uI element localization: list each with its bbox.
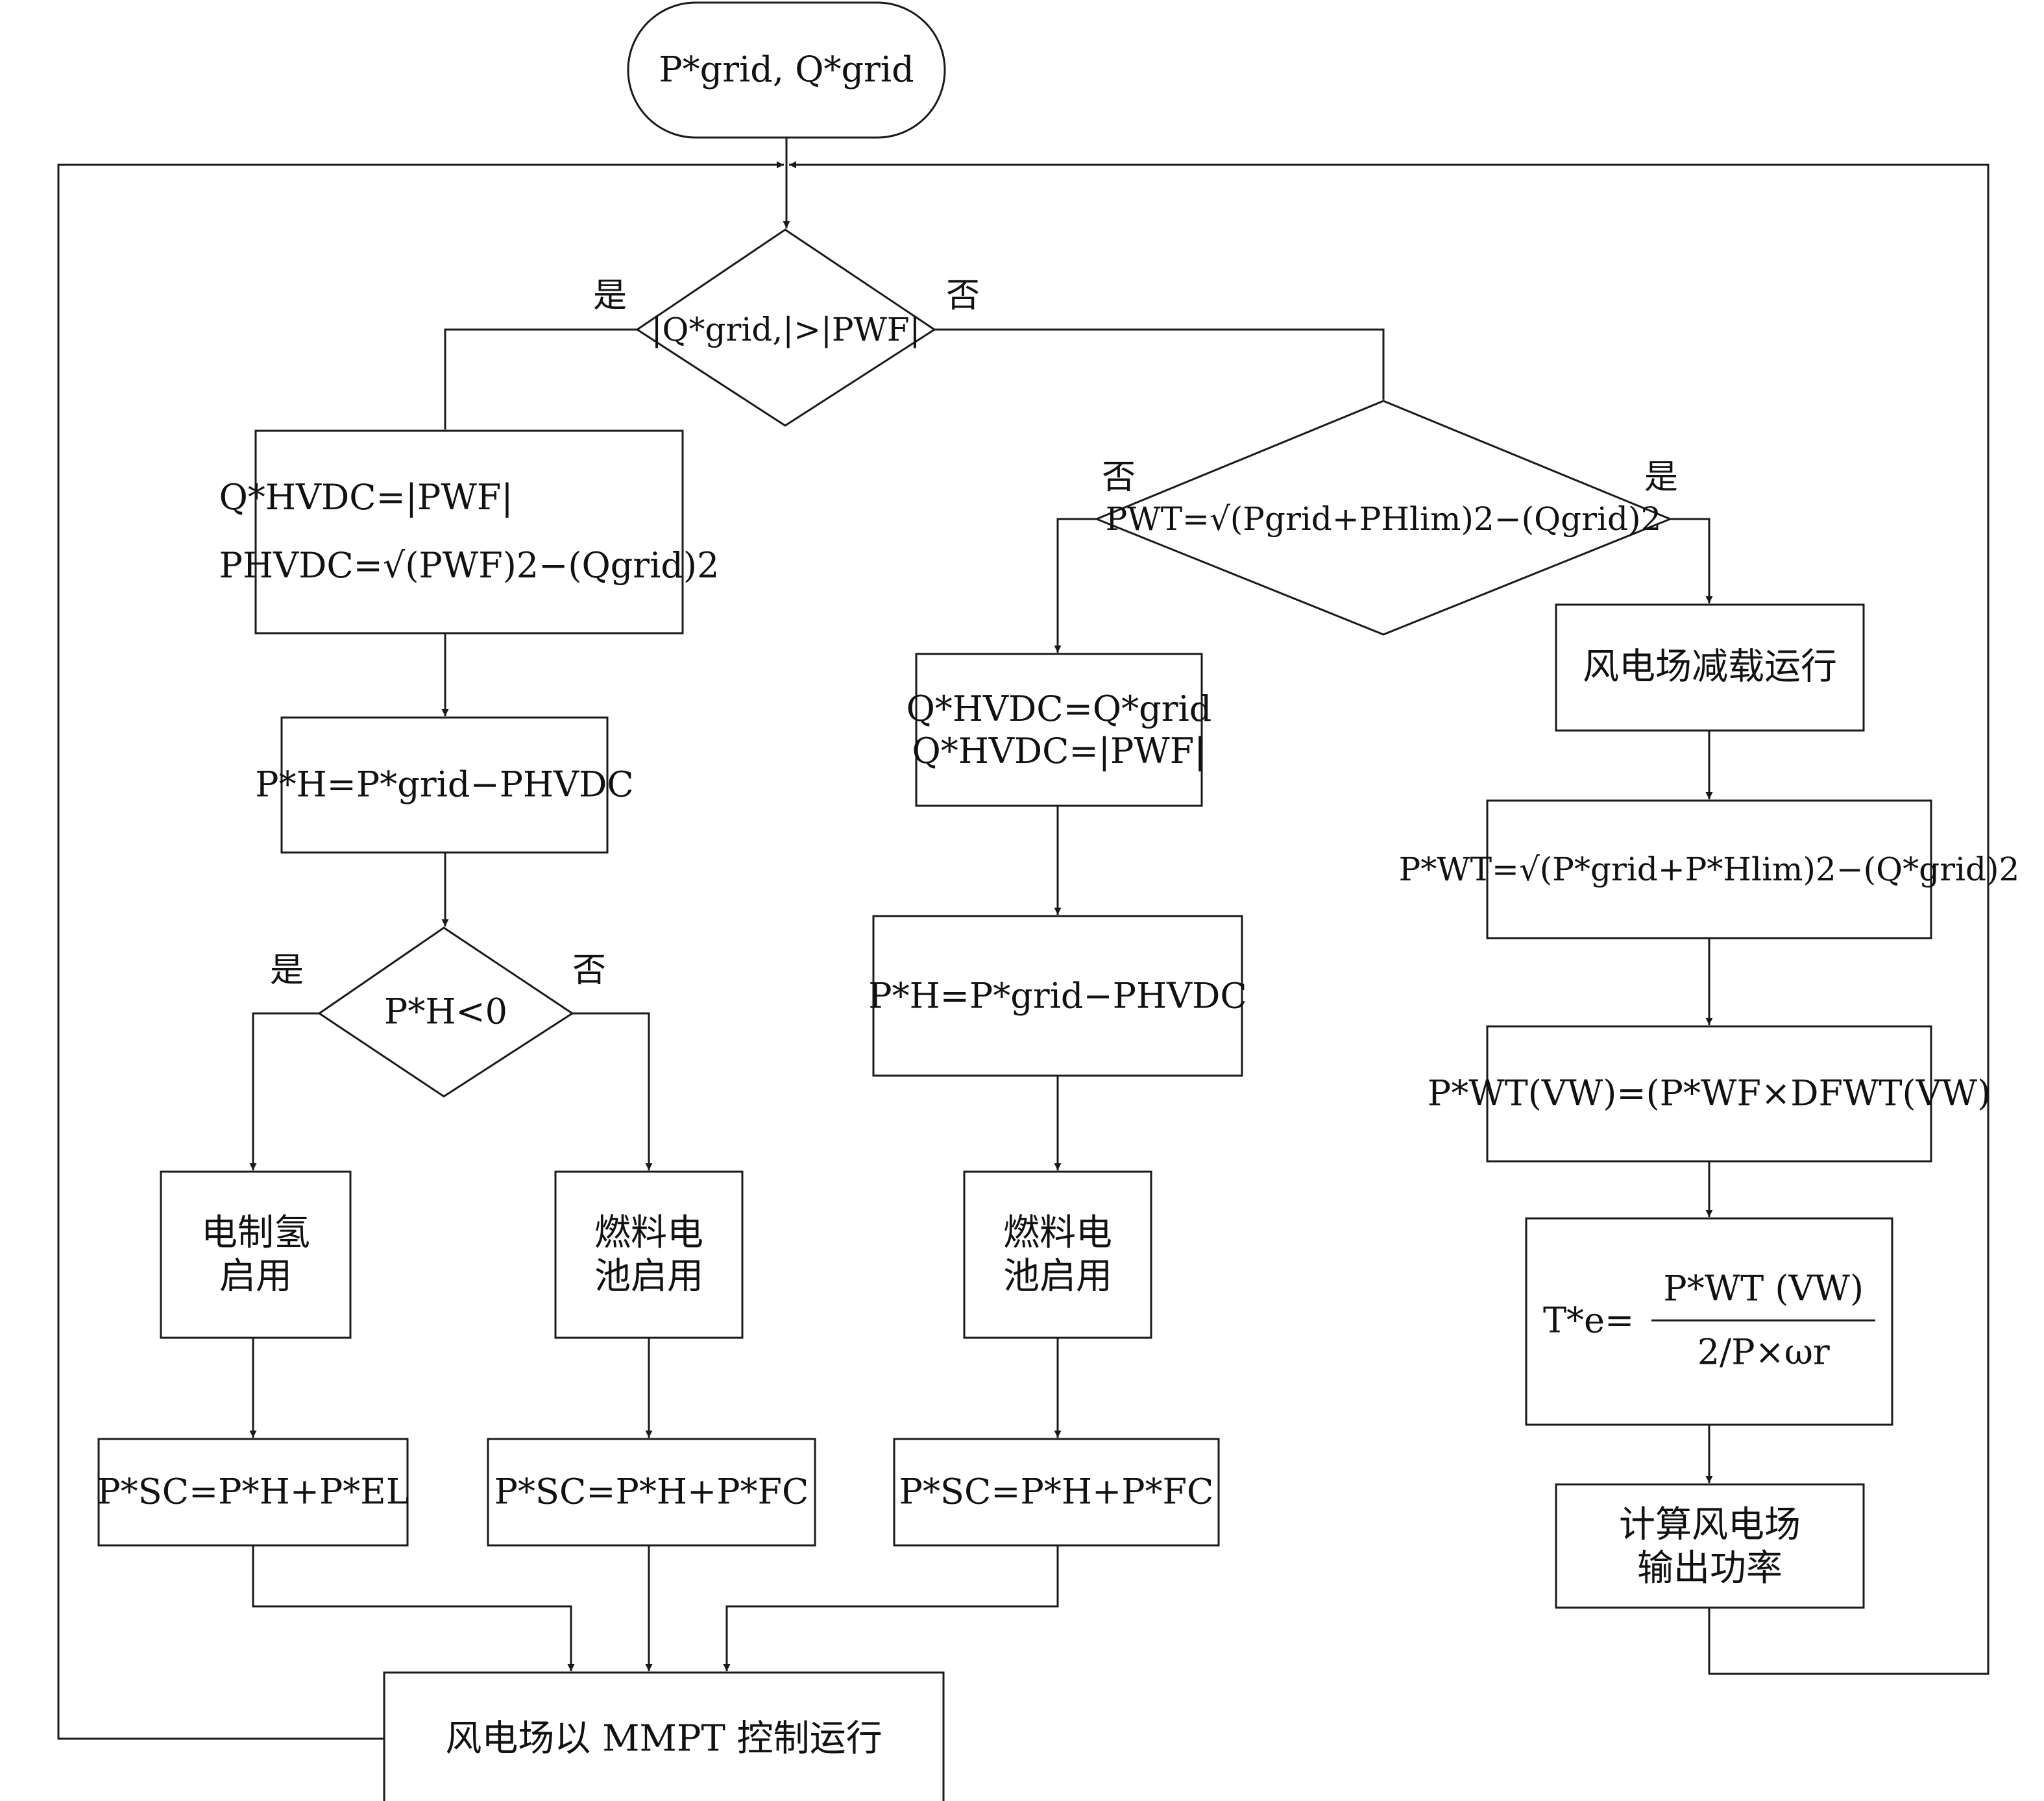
left-ph-box: P*H=P*grid−PHVDC: [255, 764, 634, 806]
torque-box: T*e= P*WT (VW) 2/P×ωr: [1542, 1268, 1876, 1374]
torque-numerator: P*WT (VW): [1651, 1268, 1876, 1322]
arrow-mppt-feedback: [57, 161, 784, 1740]
pwt-box-shape: [1486, 799, 1932, 939]
mppt-box-shape: [383, 1671, 945, 1801]
middle-ph-box: P*H=P*grid−PHVDC: [868, 976, 1247, 1018]
left-hvdc-box: Q*HVDC=|PWF| PHVDC=√(PWF)2−(Qgrid)2: [219, 477, 720, 587]
mppt-box: 风电场以 MMPT 控制运行: [445, 1717, 882, 1760]
pwt-box: P*WT=√(P*grid+P*Hlim)2−(Q*grid)2: [1399, 850, 2020, 889]
sc-fc-left-text: P*SC=P*H+P*FC: [494, 1471, 809, 1512]
line-main-no: [934, 328, 1385, 400]
sc-fc-middle-box: P*SC=P*H+P*FC: [899, 1471, 1214, 1514]
curtail-text: 风电场减载运行: [1583, 646, 1837, 688]
main-decision-shape: [635, 228, 936, 427]
main-decision-no-label: 否: [945, 276, 980, 315]
electrolysis-box-shape: [160, 1170, 352, 1339]
left-decision-text: P*H<0: [383, 991, 508, 1032]
torque-fraction: P*WT (VW) 2/P×ωr: [1651, 1268, 1876, 1374]
main-decision-text: |Q*grid,|>|PWF|: [651, 311, 921, 348]
sc-fc-left-box-shape: [487, 1438, 816, 1547]
middle-decision-shape: [1094, 400, 1673, 636]
left-hvdc-line1: Q*HVDC=|PWF|: [219, 477, 513, 518]
curtail-box: 风电场减载运行: [1583, 645, 1837, 688]
torque-denominator: 2/P×ωr: [1697, 1331, 1830, 1373]
main-decision: |Q*grid,|>|PWF|: [651, 310, 921, 349]
middle-fuelcell-text: 燃料电池启用: [1003, 1211, 1112, 1298]
left-fuelcell-box: 燃料电池启用: [587, 1211, 711, 1298]
sc-fc-middle-box-shape: [893, 1438, 1220, 1547]
torque-lhs: T*e=: [1542, 1299, 1635, 1341]
left-hvdc-line2: PHVDC=√(PWF)2−(Qgrid)2: [219, 545, 720, 586]
pwt-vw-box-shape: [1486, 1025, 1932, 1163]
left-ph-text: P*H=P*grid−PHVDC: [255, 764, 634, 805]
middle-fuelcell-box-shape: [963, 1170, 1152, 1339]
middle-hvdc-box-shape: [915, 653, 1203, 807]
curtail-box-shape: [1555, 603, 1865, 732]
middle-hvdc-line2: Q*HVDC=|PWF|: [912, 731, 1206, 771]
mppt-text: 风电场以 MMPT 控制运行: [445, 1717, 882, 1760]
electrolysis-box: 电制氢启用: [194, 1211, 317, 1298]
sc-fc-middle-text: P*SC=P*H+P*FC: [899, 1471, 1214, 1512]
sc-el-box: P*SC=P*H+P*EL: [97, 1471, 409, 1514]
middle-decision-text: PWT=√(Pgrid+PHlim)2−(Qgrid)2: [1105, 500, 1662, 538]
pwt-text: P*WT=√(P*grid+P*Hlim)2−(Q*grid)2: [1398, 851, 2020, 888]
start-terminal: P*grid, Q*grid: [659, 49, 914, 91]
arrow-left-yes: [249, 1012, 319, 1170]
arrow-middle-yes: [1670, 518, 1713, 603]
torque-box-shape: [1525, 1217, 1893, 1426]
arrow-left-no: [572, 1012, 653, 1170]
compute-box-shape: [1555, 1483, 1865, 1609]
sc-fc-left-box: P*SC=P*H+P*FC: [494, 1471, 809, 1514]
compute-box: 计算风电场输出功率: [1612, 1503, 1807, 1590]
middle-hvdc-box: Q*HVDC=Q*grid Q*HVDC=|PWF|: [906, 688, 1212, 773]
middle-ph-box-shape: [872, 915, 1243, 1077]
left-decision: P*H<0: [384, 991, 507, 1033]
left-decision-no-label: 否: [572, 950, 607, 990]
electrolysis-text: 电制氢启用: [201, 1211, 310, 1298]
middle-fuelcell-box: 燃料电池启用: [996, 1211, 1119, 1298]
middle-decision: PWT=√(Pgrid+PHlim)2−(Qgrid)2: [1106, 500, 1662, 538]
pwt-vw-text: P*WT(VW)=(P*WF×DFWT(VW): [1427, 1072, 1991, 1114]
start-terminal-text: P*grid, Q*grid: [659, 49, 914, 90]
sc-el-text: P*SC=P*H+P*EL: [97, 1471, 409, 1512]
arrow-sc-el-to-mppt: [252, 1545, 575, 1671]
main-decision-yes-label: 是: [592, 276, 627, 315]
arrow-middle-no: [1054, 518, 1097, 653]
left-fuelcell-text: 燃料电池启用: [594, 1211, 703, 1298]
middle-decision-no-label: 否: [1101, 457, 1136, 497]
pwt-vw-box: P*WT(VW)=(P*WF×DFWT(VW): [1428, 1073, 1991, 1115]
line-main-yes: [444, 328, 637, 429]
left-decision-shape: [317, 926, 574, 1098]
left-decision-yes-label: 是: [269, 950, 304, 990]
middle-decision-yes-label: 是: [1644, 457, 1679, 497]
middle-hvdc-line1: Q*HVDC=Q*grid: [906, 688, 1212, 730]
middle-ph-text: P*H=P*grid−PHVDC: [868, 975, 1247, 1017]
compute-text: 计算风电场输出功率: [1619, 1503, 1801, 1589]
arrow-compute-feedback: [789, 161, 1989, 1675]
left-hvdc-box-shape: [254, 429, 684, 635]
arrow-sc-fc-middle-to-mppt: [723, 1545, 1059, 1671]
